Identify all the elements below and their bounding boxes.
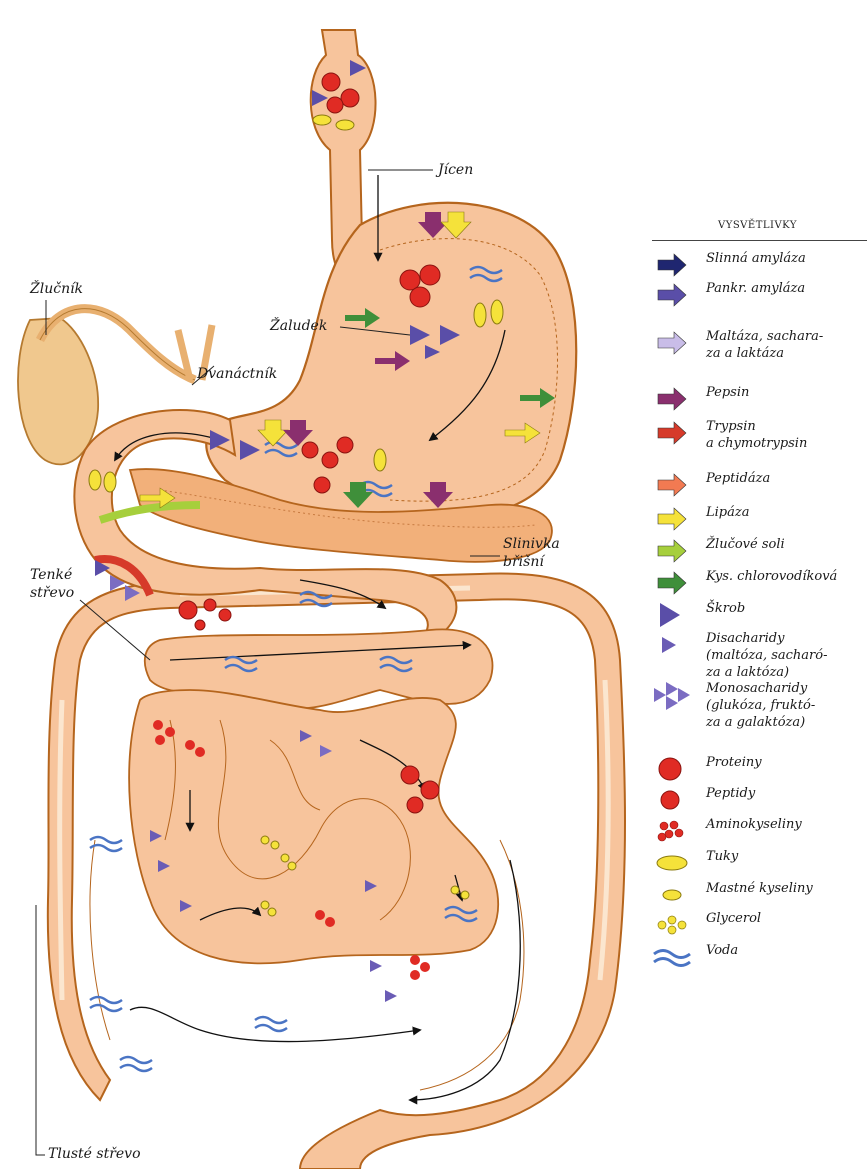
legend-item-line: Škrob [706,600,745,617]
legend-item-label: Maltáza, sachara-za a laktáza [706,328,823,362]
arrow-lavender-icon [650,328,704,358]
legend-item-label: Disacharidy(maltóza, sacharó-za a laktóz… [706,630,827,681]
stomach [206,175,576,521]
circles-cluster-red-icon [650,816,704,846]
legend-item-line: za a galaktóza) [706,714,815,731]
arrow-yellow-icon [650,504,704,534]
legend-item-label: Škrob [706,600,745,617]
legend-item-line: Monosacharidy [706,680,815,697]
legend-item-label: Kys. chlorovodíková [706,568,837,585]
arrow-orange-icon [650,470,704,500]
label-small-intestine-line2: střevo [30,585,74,602]
label-pancreas-line1: Slinivka [503,536,560,553]
circle-large-red-icon [650,754,704,784]
legend-item-line: Aminokyseliny [706,816,802,833]
label-small-intestine-line1: Tenké [30,567,72,584]
legend-item-label: Pepsin [706,384,749,401]
legend-item-label: Peptidy [706,785,755,802]
arrow-navy-icon [650,250,704,280]
legend-item-line: Glycerol [706,910,761,927]
label-esophagus: Jícen [438,162,473,179]
arrow-red-icon [650,418,704,448]
legend-item-label: Slinná amyláza [706,250,806,267]
legend-item-line: Slinná amyláza [706,250,806,267]
legend-item-line: Žlučové soli [706,536,785,553]
circle-red-icon [650,785,704,815]
legend-item-label: Žlučové soli [706,536,785,553]
ellipse-yellow-small-icon [650,880,704,910]
legend-item-line: Peptidy [706,785,755,802]
triangle-large-icon [650,600,704,630]
legend-item-label: Voda [706,942,738,959]
legend-item-line: Disacharidy [706,630,827,647]
legend-item-label: Pankr. amyláza [706,280,805,297]
legend-item-line: za a laktóza) [706,664,827,681]
legend-divider [652,240,867,241]
legend-item-line: Pepsin [706,384,749,401]
legend-item-line: Tuky [706,848,738,865]
ellipse-yellow-large-icon [650,848,704,878]
triangle-small-icon [650,630,704,660]
legend-item-line: Pankr. amyláza [706,280,805,297]
legend-item-line: Proteiny [706,754,762,771]
arrow-blue-violet-icon [650,280,704,310]
label-large-intestine: Tlusté střevo [48,1146,141,1163]
legend-item-label: Monosacharidy(glukóza, fruktó-za a galak… [706,680,815,731]
triangles-three-icon [650,680,704,710]
legend-item-label: Peptidáza [706,470,770,487]
legend-item-line: Maltáza, sachara- [706,328,823,345]
legend-item-line: a chymotrypsin [706,435,807,452]
waves-blue-icon [650,942,704,972]
label-duodenum: Dvanáctník [197,366,277,383]
label-pancreas-line2: břišní [503,554,544,571]
legend-item-line: Peptidáza [706,470,770,487]
circles-yellow-glycerol-icon [650,910,704,940]
legend-item-line: Voda [706,942,738,959]
label-stomach: Žaludek [270,318,327,335]
legend-item-line: (maltóza, sacharó- [706,647,827,664]
legend-item-label: Tuky [706,848,738,865]
arrow-green-icon [650,568,704,598]
legend-title: VYSVĚTLIVKY [718,220,797,231]
small-intestine [129,629,498,1041]
legend-item-line: Kys. chlorovodíková [706,568,837,585]
legend-item-line: Mastné kyseliny [706,880,813,897]
legend-item-label: Glycerol [706,910,761,927]
legend-item-line: Trypsin [706,418,807,435]
legend-item-label: Proteiny [706,754,762,771]
arrow-lime-icon [650,536,704,566]
legend-item-label: Mastné kyseliny [706,880,813,897]
legend-item-line: (glukóza, fruktó- [706,697,815,714]
legend-item-line: za a laktáza [706,345,823,362]
label-gallbladder: Žlučník [30,281,83,298]
legend-item-line: Lipáza [706,504,749,521]
legend-item-label: Lipáza [706,504,749,521]
legend-item-label: Aminokyseliny [706,816,802,833]
arrow-purple-icon [650,384,704,414]
